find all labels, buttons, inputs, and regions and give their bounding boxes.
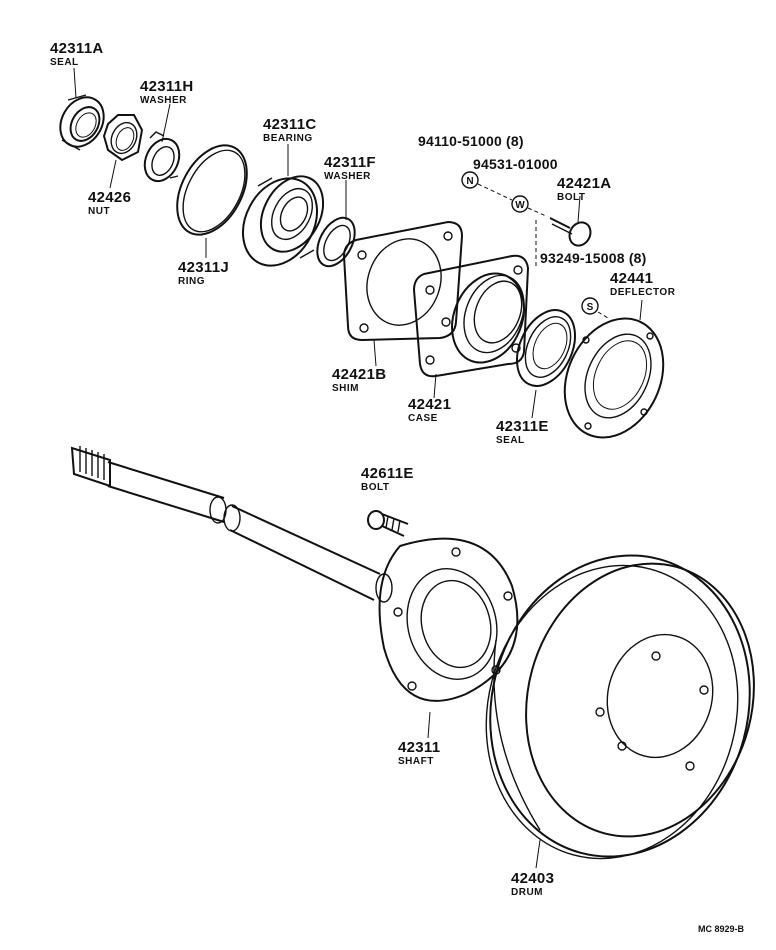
label-42421b: 42421B SHIM (332, 366, 387, 395)
label-42441: 42441 DEFLECTOR (610, 270, 676, 299)
hardware-94531-01000: 94531-01000 (473, 156, 558, 172)
part-number: 42311F (324, 154, 376, 171)
label-42311h: 42311H WASHER (140, 78, 194, 107)
part-number: 42311J (178, 259, 230, 276)
part-name: SHAFT (398, 756, 434, 767)
label-42311c: 42311C BEARING (263, 116, 317, 145)
part-name: NUT (88, 206, 111, 217)
part-name: DEFLECTOR (610, 287, 676, 298)
part-name: SEAL (496, 435, 525, 446)
svg-text:N: N (466, 176, 473, 187)
part-number: 42311E (496, 418, 549, 435)
part-number: 42426 (88, 189, 132, 206)
part-name: WASHER (140, 95, 187, 106)
seal-42311a-drawing (59, 94, 105, 151)
part-number: 42421 (408, 396, 452, 413)
shim-42421b-drawing (342, 220, 464, 342)
svg-text:S: S (587, 302, 594, 313)
part-name: BOLT (361, 482, 390, 493)
label-42311f: 42311F WASHER (324, 154, 376, 183)
diagram-code: MC 8929-B (697, 924, 744, 934)
part-name: DRUM (511, 887, 543, 898)
part-number: 42421B (332, 366, 387, 383)
drum-42403-drawing (485, 554, 755, 860)
part-name: SEAL (50, 57, 79, 68)
label-42421: 42421 CASE (408, 396, 452, 425)
label-42421a: 42421A BOLT (557, 175, 612, 204)
label-42311: 42311 SHAFT (398, 739, 441, 768)
leader-lines (73, 67, 643, 869)
part-name: RING (178, 276, 205, 287)
washer-42311h-drawing (143, 131, 181, 183)
bearing-42311c-drawing (242, 175, 325, 267)
part-number: 42611E (361, 465, 414, 482)
label-42311j: 42311J RING (178, 259, 230, 288)
part-name: BEARING (263, 133, 313, 144)
part-number: 42441 (610, 270, 654, 287)
label-42311e: 42311E SEAL (496, 418, 549, 447)
seal-42311e-drawing (515, 309, 577, 387)
part-name: BOLT (557, 192, 586, 203)
part-number: 42421A (557, 175, 612, 192)
bolt-42421a-drawing (549, 217, 592, 247)
ring-42311j-drawing (176, 144, 248, 236)
part-name: WASHER (324, 171, 371, 182)
svg-text:W: W (515, 200, 525, 211)
part-number: 42311C (263, 116, 317, 133)
washer-42311f-drawing (316, 216, 356, 268)
part-name: CASE (408, 413, 438, 424)
shaft-42311-drawing (70, 446, 519, 702)
part-number: 42403 (511, 870, 555, 887)
bolt-42611e-drawing (367, 510, 409, 537)
part-number: 42311H (140, 78, 194, 95)
part-number: 42311A (50, 40, 104, 57)
nut-42426-drawing (102, 114, 144, 162)
part-number: 42311 (398, 739, 441, 756)
label-42426: 42426 NUT (88, 189, 132, 218)
deflector-42441-drawing (563, 317, 665, 439)
label-42611e: 42611E BOLT (361, 465, 414, 494)
label-42403: 42403 DRUM (511, 870, 555, 899)
part-name: SHIM (332, 383, 359, 394)
hardware-94110-51000: 94110-51000 (8) (418, 133, 524, 149)
hardware-93249-15008: 93249-15008 (8) (540, 250, 647, 266)
label-42311a: 42311A SEAL (50, 40, 104, 69)
hardware-symbols: N W S (461, 171, 609, 319)
case-42421-drawing (412, 254, 530, 378)
